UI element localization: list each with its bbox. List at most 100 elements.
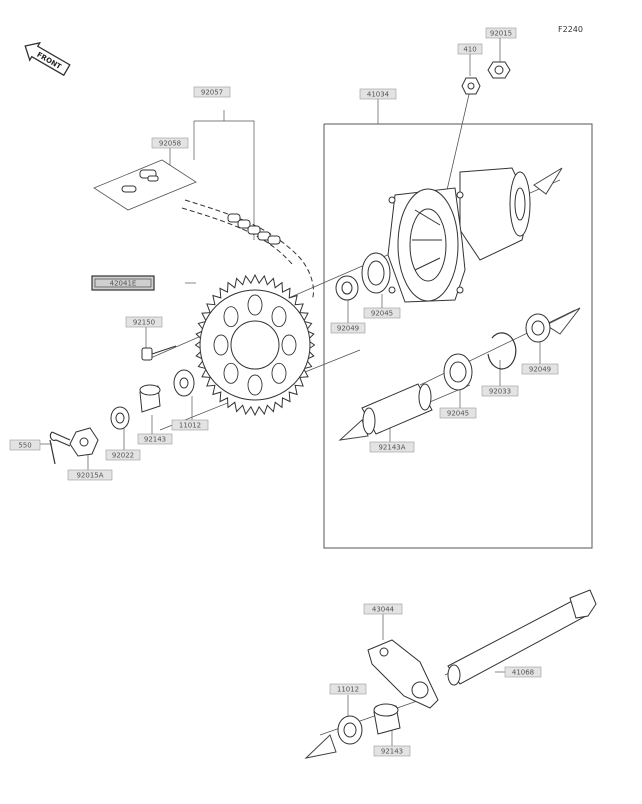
circlip-icon xyxy=(487,332,517,370)
part-label-box xyxy=(363,603,403,615)
part-label-box xyxy=(9,439,41,451)
part-label-box xyxy=(330,322,366,334)
part-number: 92058 xyxy=(159,140,181,148)
part-label-box xyxy=(193,86,231,98)
part-label: 41034 xyxy=(359,88,397,100)
part-label: 41068 xyxy=(504,666,542,678)
part-label-box xyxy=(369,441,415,453)
hub-group-frame xyxy=(323,123,593,549)
part-label: 92022 xyxy=(105,449,141,461)
part-number: 92022 xyxy=(112,452,134,460)
part-label-box xyxy=(105,449,141,461)
part-label: 92033 xyxy=(481,385,519,397)
chain-adjuster-icon xyxy=(367,639,439,709)
part-number: 41068 xyxy=(512,669,534,677)
rear-hub-icon xyxy=(387,167,531,303)
sprocket-cutout xyxy=(247,374,263,396)
part-label: 92143 xyxy=(373,745,411,757)
sprocket-cutout xyxy=(271,362,287,384)
sprocket-cutout xyxy=(213,334,229,356)
part-label: 92045 xyxy=(363,307,401,319)
part-label-box xyxy=(363,307,401,319)
bearing-icon-upper xyxy=(361,252,391,294)
part-label-box xyxy=(171,419,209,431)
part-number: 92015A xyxy=(76,472,103,480)
rear-sprocket-icon xyxy=(194,273,316,417)
part-label: 92143 xyxy=(137,433,173,445)
part-number: 11012 xyxy=(179,422,201,430)
part-label-box xyxy=(521,363,559,375)
part-label: 550 xyxy=(9,439,41,451)
part-number: 92045 xyxy=(371,310,393,318)
part-label: 92015 xyxy=(485,27,517,39)
axle-nut-icon xyxy=(487,61,511,79)
spacer-icon-upper xyxy=(139,384,161,413)
part-label-box xyxy=(67,469,113,481)
part-number-labels: 410 92015 92057 41034 92058 42041E 92150 92049 9… xyxy=(9,27,559,757)
sprocket-cutout xyxy=(271,306,287,328)
sprocket-cutout xyxy=(281,334,297,356)
part-label-box xyxy=(359,88,397,100)
rear-axle-icon xyxy=(447,589,597,686)
part-label-box xyxy=(91,275,155,291)
bearing-icon-lower xyxy=(443,353,473,391)
part-label-box xyxy=(485,27,517,39)
sprocket-cutout xyxy=(247,294,263,316)
part-label-box xyxy=(329,683,367,695)
part-number: 92150 xyxy=(133,319,155,327)
direction-arrow-icons xyxy=(304,167,581,759)
collar-icon-upper xyxy=(173,369,195,397)
part-number: 92143 xyxy=(144,436,166,444)
part-number: 92143 xyxy=(381,748,403,756)
washer-icon xyxy=(110,406,130,430)
chain-joint-link-icon xyxy=(93,159,197,211)
collar-icon-lower xyxy=(337,715,363,745)
part-label: 92015A xyxy=(67,469,113,481)
part-label: 92057 xyxy=(193,86,231,98)
part-number: 41034 xyxy=(367,91,390,99)
part-label: 92045 xyxy=(439,407,477,419)
part-label: 92049 xyxy=(330,322,366,334)
part-number: 42041E xyxy=(110,280,137,288)
part-number: 92033 xyxy=(489,388,511,396)
part-label: 92049 xyxy=(521,363,559,375)
part-number: 92015 xyxy=(490,30,512,38)
part-label-box xyxy=(137,433,173,445)
part-label: 410 xyxy=(457,43,483,55)
sprocket-cutout xyxy=(223,362,239,384)
part-label-box xyxy=(457,43,483,55)
part-number: 43044 xyxy=(372,606,395,614)
page-code: F2240 xyxy=(558,25,583,34)
part-number: 92049 xyxy=(529,366,551,374)
part-label-box xyxy=(373,745,411,757)
part-label-box xyxy=(151,137,189,149)
part-number: 92057 xyxy=(201,89,223,97)
part-label: 42041E xyxy=(91,275,155,291)
part-number: 92143A xyxy=(378,444,405,452)
part-label: 43044 xyxy=(363,603,403,615)
part-label: 92143A xyxy=(369,441,415,453)
part-label: 92150 xyxy=(125,316,163,328)
sprocket-bolt-icon xyxy=(141,345,177,361)
castle-nut-icon xyxy=(69,427,99,457)
part-label: 11012 xyxy=(171,419,209,431)
part-label: 11012 xyxy=(329,683,367,695)
part-number: 92045 xyxy=(447,410,469,418)
part-number: 550 xyxy=(18,442,31,450)
oil-seal-icon-right xyxy=(525,313,551,343)
part-label-box xyxy=(439,407,477,419)
front-direction-icon: FRONT xyxy=(24,41,71,77)
part-label-box xyxy=(125,316,163,328)
drive-chain-icon xyxy=(181,199,314,301)
part-label-inner-box xyxy=(94,278,152,288)
part-number: 410 xyxy=(463,46,476,54)
spacer-tube-icon xyxy=(361,383,433,435)
hub-nut-icon xyxy=(461,77,481,95)
part-number: 92049 xyxy=(337,325,359,333)
part-label: 92058 xyxy=(151,137,189,149)
part-label-box xyxy=(481,385,519,397)
spacer-icon-lower xyxy=(373,703,401,735)
cotter-pin-icon xyxy=(49,431,71,465)
part-label-box xyxy=(504,666,542,678)
